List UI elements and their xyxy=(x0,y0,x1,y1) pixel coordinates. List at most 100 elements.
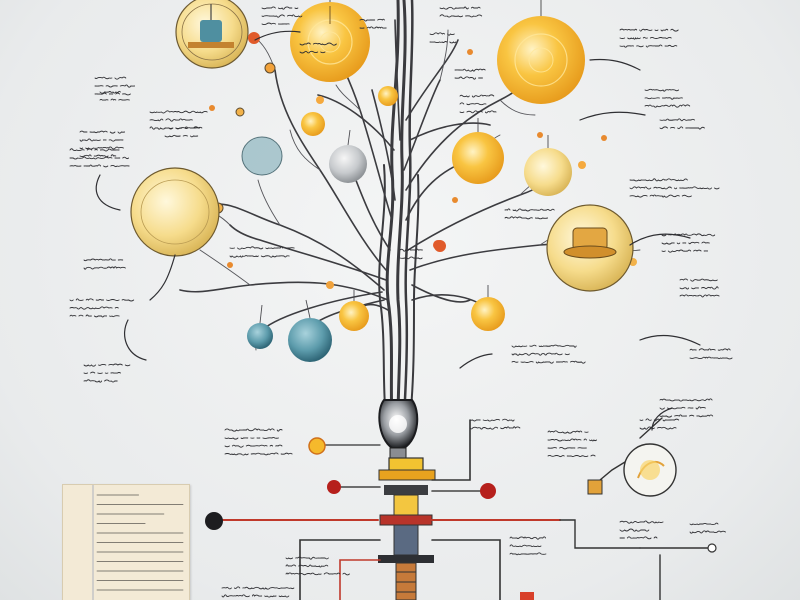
scribble-line xyxy=(84,372,124,373)
scribble-line xyxy=(620,37,674,39)
scribble-line xyxy=(69,148,120,152)
scribble-line xyxy=(285,556,329,560)
scribble-line xyxy=(548,455,598,456)
scribble-line xyxy=(547,438,597,442)
scribble-line xyxy=(359,18,385,22)
scribble-line xyxy=(659,126,705,130)
scribble-line xyxy=(459,110,497,114)
scribble-line xyxy=(644,97,683,100)
scribble-line xyxy=(69,314,120,318)
scribble-line xyxy=(547,447,587,450)
circuit-wires xyxy=(219,417,711,600)
scribble-line xyxy=(660,119,698,121)
scribble-line xyxy=(680,287,721,289)
scribble-line xyxy=(83,379,118,383)
scribble-line xyxy=(286,565,331,567)
scribble-line xyxy=(429,32,455,36)
scribble-line xyxy=(659,398,713,402)
ornament-strings xyxy=(259,118,549,324)
scribble-line xyxy=(505,217,551,219)
scribble-line xyxy=(509,544,542,548)
scribble-line xyxy=(149,118,193,122)
scribble-line xyxy=(69,306,119,310)
scribble-line xyxy=(83,266,126,270)
scribble-line xyxy=(224,437,279,440)
scribble-line xyxy=(460,103,489,105)
scribble-line xyxy=(439,6,481,10)
scribble-line xyxy=(619,44,678,48)
globe-left-pale xyxy=(130,167,220,257)
scribble-line xyxy=(69,298,135,302)
scribble-line xyxy=(509,536,547,540)
scribble-line xyxy=(470,419,517,421)
scribble-line xyxy=(149,110,208,114)
scribble-line xyxy=(164,134,199,138)
scribble-line xyxy=(689,356,733,360)
note-card-lines xyxy=(92,485,184,600)
scribble-line xyxy=(679,278,718,282)
scribble-line xyxy=(299,42,337,46)
scribble-line xyxy=(640,427,679,429)
scribble-line xyxy=(70,165,132,167)
scribble-line xyxy=(429,41,457,44)
scribble-line xyxy=(661,233,716,237)
scribble-line xyxy=(619,528,650,532)
scribble-line xyxy=(224,444,283,448)
scribble-line xyxy=(399,256,423,260)
scribble-line xyxy=(470,427,523,429)
scribble-line xyxy=(79,130,126,134)
scribble-line xyxy=(619,536,658,540)
scribble-line xyxy=(619,28,679,32)
scribble-line xyxy=(662,250,711,252)
socket-stem xyxy=(378,457,436,600)
scribble-line xyxy=(639,418,680,422)
scribbled-annotations xyxy=(69,6,733,598)
circuit-terminals xyxy=(205,437,717,600)
scribble-line xyxy=(509,552,547,556)
scribble-line xyxy=(79,138,124,142)
scribble-line xyxy=(511,360,586,364)
scribble-line xyxy=(511,352,570,356)
globe-top-amber xyxy=(290,0,370,82)
pinned-note-card xyxy=(62,484,190,600)
scribble-line xyxy=(454,68,486,72)
scribble-line xyxy=(285,572,350,576)
scribble-line xyxy=(619,520,664,524)
scribble-line xyxy=(95,85,138,87)
scribble-line xyxy=(261,14,303,18)
scribble-line xyxy=(661,241,710,245)
scribble-line xyxy=(221,586,295,590)
scribble-line xyxy=(659,406,706,410)
scribble-line xyxy=(511,344,577,348)
scribble-line xyxy=(80,155,119,157)
globe-top-right-amber xyxy=(497,0,585,104)
scribble-line xyxy=(94,76,127,80)
light-bulb-icon xyxy=(378,399,419,461)
scribble-line xyxy=(230,256,292,258)
scribble-line xyxy=(83,363,131,367)
scribble-line xyxy=(225,453,295,455)
scribble-line xyxy=(454,76,483,80)
scribble-line xyxy=(100,91,123,93)
scribble-line xyxy=(644,104,691,108)
scribble-line xyxy=(629,178,688,182)
scribble-line xyxy=(359,26,387,29)
scribble-line xyxy=(547,430,589,434)
ornament-balls xyxy=(241,32,572,362)
scribble-line xyxy=(439,14,483,18)
scribble-line xyxy=(504,208,555,212)
scribble-line xyxy=(690,531,729,533)
scribble-line xyxy=(99,98,130,101)
globe-right-hat xyxy=(546,204,634,292)
scribble-line xyxy=(660,415,716,417)
scribble-line xyxy=(459,94,495,98)
annotation-leaders xyxy=(95,30,701,431)
scribble-line xyxy=(69,156,130,160)
scribble-line xyxy=(221,594,290,598)
scribble-line xyxy=(94,92,131,96)
hat-icon xyxy=(563,227,617,259)
scribble-line xyxy=(262,7,301,9)
scribble-line xyxy=(689,348,731,351)
